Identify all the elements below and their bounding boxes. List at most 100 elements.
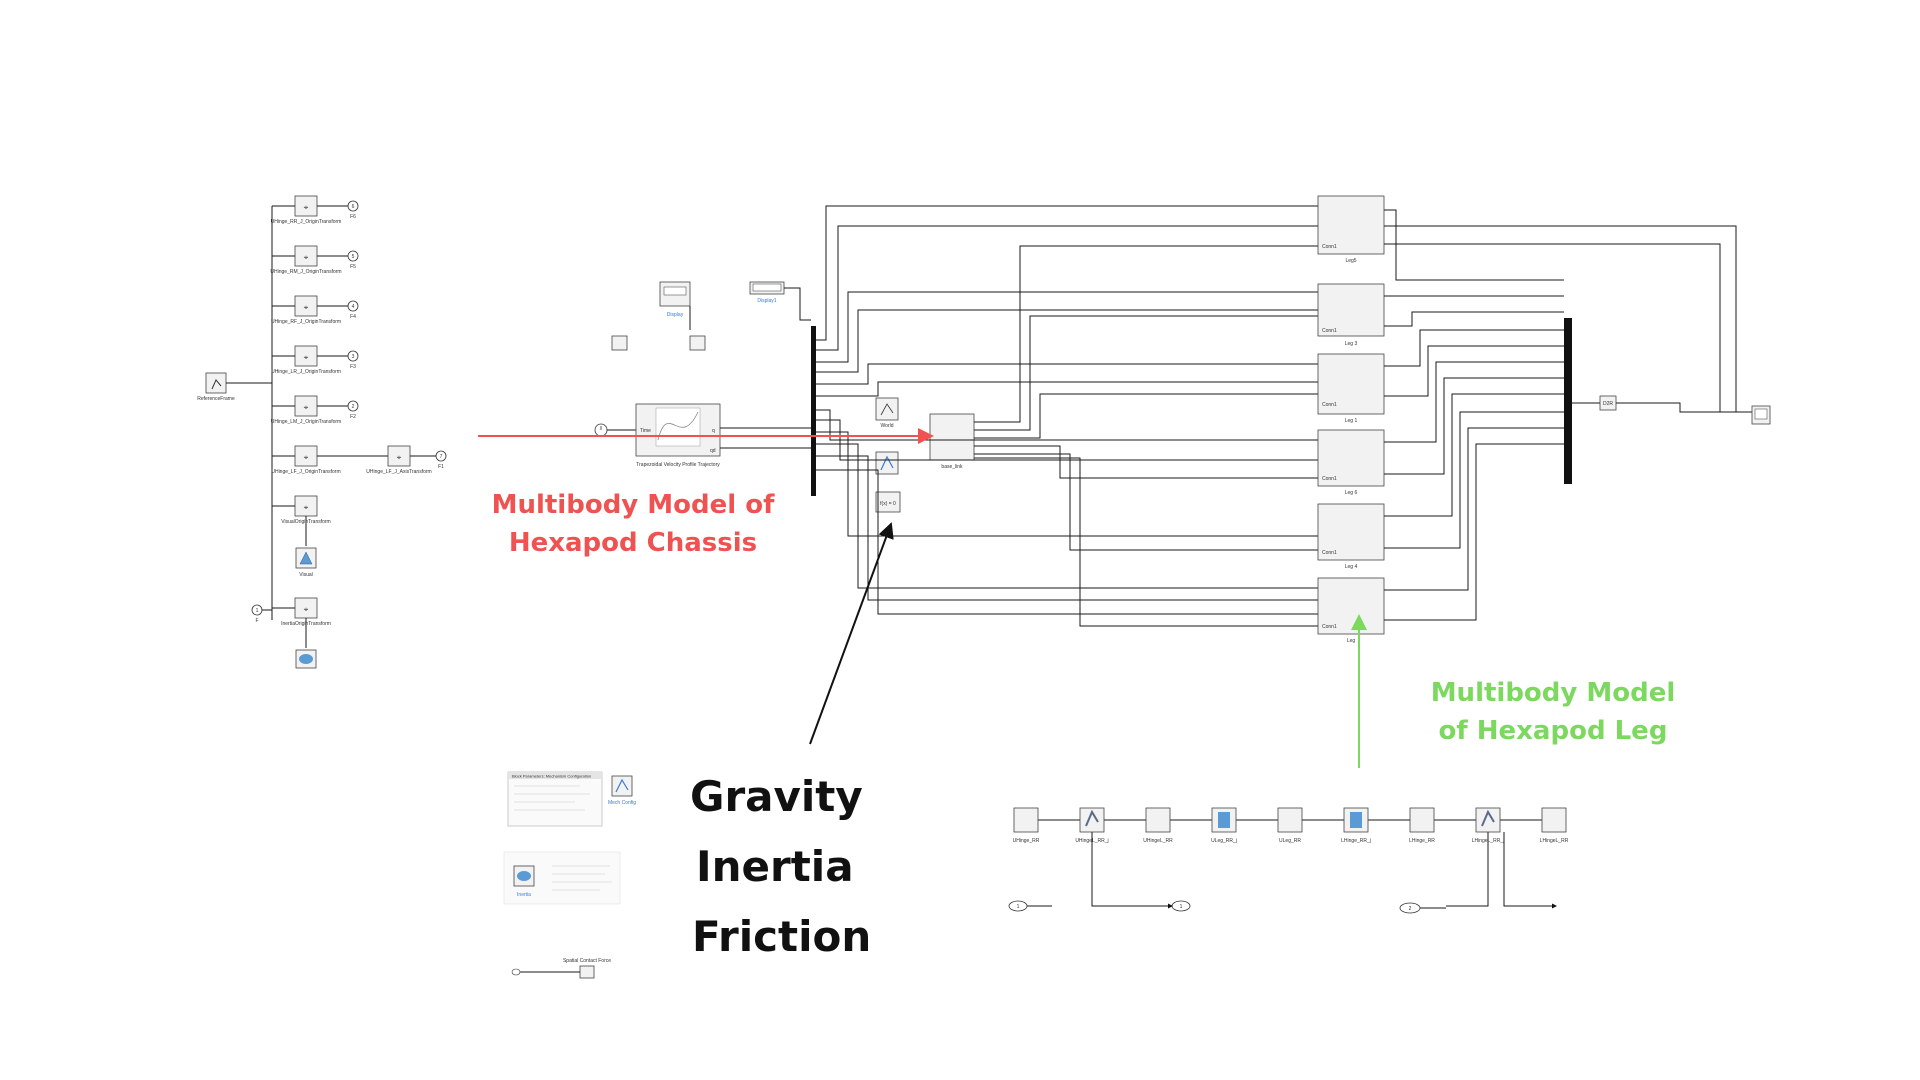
svg-text:Inertia: Inertia [517, 892, 531, 898]
transform-label-6: UHinge_LF_J_OriginTransform [271, 469, 340, 475]
physics-gravity: Gravity [690, 772, 863, 821]
d2r-block[interactable]: D2R [1599, 395, 1617, 411]
spatial-contact-force-block[interactable]: Spatial Contact Force [511, 958, 611, 979]
leg5-block[interactable]: Leg5 Conn1 [1317, 195, 1385, 264]
display1-label: Display1 [757, 298, 776, 304]
svg-text:⌖: ⌖ [304, 353, 309, 362]
transform-block-5[interactable]: ⌖ UHinge_LM_J_OriginTransform [271, 395, 341, 425]
svg-text:⌖: ⌖ [304, 303, 309, 312]
svg-text:Leg 6: Leg 6 [1345, 490, 1358, 496]
transform-block-6[interactable]: ⌖ UHinge_LF_J_OriginTransform [271, 445, 341, 475]
fx-block[interactable]: f(x) = 0 [875, 491, 901, 513]
svg-text:2: 2 [1409, 906, 1412, 912]
svg-text:Conn1: Conn1 [1322, 550, 1337, 556]
svg-text:1: 1 [1180, 904, 1183, 910]
svg-text:5: 5 [352, 254, 355, 260]
world-label: World [881, 423, 894, 429]
scope-block[interactable] [1751, 405, 1771, 425]
transform-label-1: UHinge_RR_J_OriginTransform [271, 219, 342, 225]
port-f6[interactable] [347, 200, 359, 212]
leg1-block[interactable]: Leg 1 Conn1 [1317, 353, 1385, 424]
leg-output-wires [1384, 209, 1737, 621]
reference-frame-label: ReferenceFrame [197, 396, 235, 402]
svg-text:ULeg_RR_j: ULeg_RR_j [1211, 838, 1237, 844]
leg3-block[interactable]: Leg 3 Conn1 [1317, 283, 1385, 347]
transform-block-3[interactable]: ⌖ UHinge_RF_J_OriginTransform [271, 295, 341, 325]
port-f2[interactable] [347, 400, 359, 412]
transform-block-2[interactable]: ⌖ UHinge_RM_J_OriginTransform [270, 245, 342, 275]
svg-text:qd: qd [710, 448, 716, 454]
constant-block-1[interactable] [611, 335, 628, 351]
leg-chain-block-1[interactable]: UHinge_RR [1013, 807, 1040, 844]
svg-text:Conn1: Conn1 [1322, 328, 1337, 334]
leg-annotation: Multibody Model of Hexapod Leg [1418, 674, 1688, 750]
svg-text:⌖: ⌖ [304, 203, 309, 212]
leg4-block[interactable]: Leg 4 Conn1 [1317, 503, 1385, 570]
port-f4[interactable] [347, 300, 359, 312]
transform-block-4[interactable]: ⌖ UHinge_LR_J_OriginTransform [271, 345, 341, 375]
svg-text:3: 3 [352, 354, 355, 360]
port-f5[interactable] [347, 250, 359, 262]
port-f3[interactable] [347, 350, 359, 362]
mux-bar [811, 326, 816, 496]
leg-chain-block-4[interactable]: ULeg_RR_j [1211, 807, 1237, 844]
base-link-block[interactable]: base_link [929, 413, 975, 470]
svg-text:4: 4 [352, 304, 355, 310]
physics-arrow [809, 522, 894, 745]
leg6-block[interactable]: Leg 6 Conn1 [1317, 429, 1385, 496]
display-label: Display [667, 312, 684, 318]
svg-text:1: 1 [1017, 904, 1020, 910]
svg-text:UHinge_RR: UHinge_RR [1013, 838, 1040, 844]
chassis-annotation: Multibody Model of Hexapod Chassis [478, 486, 788, 562]
leg-annotation-line1: Multibody Model [1430, 678, 1676, 708]
leg-chain-block-3[interactable]: UHingeL_RR [1143, 807, 1173, 844]
chassis-subsystem: ReferenceFrame ⌖ UHinge_RR_J_OriginTrans… [197, 195, 447, 669]
svg-text:F1: F1 [438, 464, 444, 470]
transform-block-1[interactable]: ⌖ UHinge_RR_J_OriginTransform [271, 195, 342, 225]
transform-label-3: UHinge_RF_J_OriginTransform [271, 319, 341, 325]
leg-chain-block-6[interactable]: LHinge_RR_j [1341, 807, 1371, 844]
svg-text:Leg: Leg [1347, 638, 1356, 644]
world-block[interactable]: World [875, 397, 899, 429]
visual-block[interactable]: Visual [295, 547, 317, 578]
inertia-dialog[interactable]: Inertia [503, 851, 621, 905]
transform-label-4: UHinge_LR_J_OriginTransform [271, 369, 341, 375]
physics-friction: Friction [692, 912, 872, 961]
display1-block[interactable]: Display1 [749, 281, 785, 304]
svg-text:⌖: ⌖ [304, 503, 309, 512]
base-link-label: base_link [941, 464, 963, 470]
trajectory-block[interactable]: Time q qd Trapezoidal Velocity Profile T… [635, 403, 721, 468]
leg-chain-block-7[interactable]: LHinge_RR [1409, 807, 1435, 844]
svg-text:⌖: ⌖ [397, 453, 402, 462]
physics-inertia: Inertia [696, 842, 854, 891]
axis-transform-block[interactable]: ⌖ UHinge_LF_J_AxisTransform [366, 445, 432, 475]
svg-text:F3: F3 [350, 364, 356, 370]
constant-block-2[interactable] [689, 335, 706, 351]
axis-transform-label: UHinge_LF_J_AxisTransform [366, 469, 431, 475]
leg-block[interactable]: Leg Conn1 [1317, 577, 1385, 644]
svg-text:Conn1: Conn1 [1322, 476, 1337, 482]
main-wires [689, 205, 1318, 627]
svg-text:Leg 1: Leg 1 [1345, 418, 1358, 424]
transform-label-5: UHinge_LM_J_OriginTransform [271, 419, 341, 425]
svg-text:1: 1 [256, 608, 259, 614]
svg-text:F2: F2 [350, 414, 356, 420]
inertia-block[interactable] [295, 649, 317, 669]
leg-chain-block-9[interactable]: LHingeL_RR [1540, 807, 1569, 844]
display-block[interactable]: Display [659, 281, 691, 318]
chassis-annotation-line1: Multibody Model of [491, 490, 775, 520]
svg-text:F5: F5 [350, 264, 356, 270]
leg-chain-block-5[interactable]: ULeg_RR [1277, 807, 1303, 844]
svg-text:UHingeL_RR: UHingeL_RR [1143, 838, 1173, 844]
mech-config-small-block[interactable] [875, 451, 899, 475]
svg-text:Leg5: Leg5 [1345, 258, 1356, 264]
mech-config-icon-block[interactable]: Mech Config [608, 775, 636, 806]
reference-frame-block[interactable]: ReferenceFrame [197, 372, 235, 402]
svg-text:⌖: ⌖ [304, 605, 309, 614]
mech-config-dialog[interactable]: Block Parameters: Mechanism Configuratio… [507, 771, 603, 827]
leg-chain: UHinge_RR UHingeL_RR_j UHingeL_RR ULeg_R… [1008, 807, 1569, 914]
port-f-input[interactable] [251, 604, 263, 616]
trajectory-label: Trapezoidal Velocity Profile Trajectory [636, 462, 720, 468]
port-f1[interactable] [435, 450, 447, 462]
